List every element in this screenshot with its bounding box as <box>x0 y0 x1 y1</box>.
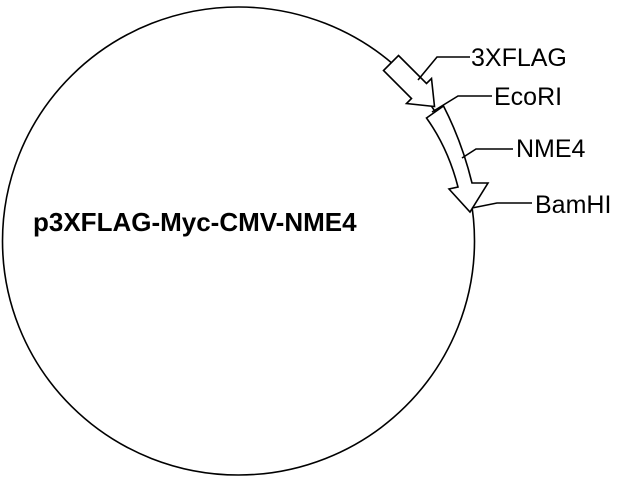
plasmid-name-title: p3XFLAG-Myc-CMV-NME4 <box>33 207 357 237</box>
bamhi-label: BamHI <box>535 191 611 219</box>
3xflag-leader-line <box>417 56 470 81</box>
ecori-leader-line <box>431 95 492 113</box>
nme4-label: NME4 <box>516 135 586 163</box>
nme4-feature-arrow <box>425 104 490 214</box>
3xflag-label: 3XFLAG <box>471 44 567 72</box>
ecori-label: EcoRI <box>494 83 562 111</box>
3xflag-feature-arrow <box>382 54 436 108</box>
bamhi-leader-line <box>471 202 532 209</box>
nme4-leader-line <box>461 148 513 159</box>
plasmid-backbone-circle <box>1 6 476 476</box>
